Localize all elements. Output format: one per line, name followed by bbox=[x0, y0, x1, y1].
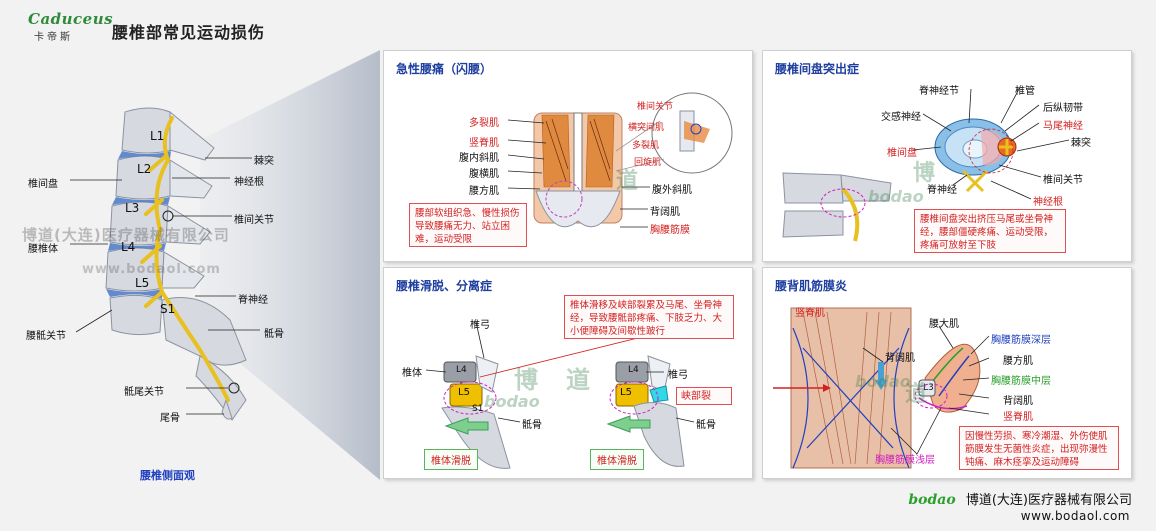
spine-caption: 腰椎侧面观 bbox=[140, 469, 195, 482]
vertebra-label: L3 bbox=[125, 201, 140, 215]
panel-acute-low-back-pain: 急性腰痛（闪腰） bbox=[383, 50, 753, 262]
label-external-oblique: 腹外斜肌 bbox=[652, 185, 692, 196]
footer-company-line: bodao 博道(大连)医疗器械有限公司 bbox=[908, 489, 1132, 508]
label-middle-fascia: 胸腰筋膜中层 bbox=[991, 376, 1051, 387]
panel-title: 腰椎滑脱、分离症 bbox=[396, 279, 493, 293]
label-thoracolumbar-fascia: 胸腰筋膜 bbox=[650, 225, 690, 236]
label-sacrum: 骶骨 bbox=[264, 329, 284, 340]
note-box: 腰椎间盘突出挤压马尾或坐骨神经，腰部僵硬疼痛、运动受限，疼痛可放射至下肢 bbox=[914, 209, 1066, 253]
label-vertebral-body: 椎体 bbox=[402, 368, 422, 379]
label-vertebral-arch: 椎弓 bbox=[470, 320, 490, 331]
footer-url: www.bodaol.com bbox=[1020, 509, 1130, 523]
label-slip-left: 椎体滑脱 bbox=[424, 449, 478, 470]
vertebra-label: L5 bbox=[135, 276, 150, 290]
label-cauda-equina: 马尾神经 bbox=[1043, 121, 1083, 132]
label-spinal-nerve: 脊神经 bbox=[927, 185, 957, 196]
panel-lumbar-disc-herniation: 腰椎间盘突出症 脊 bbox=[762, 50, 1132, 262]
label-facet-joint: 椎间关节 bbox=[234, 215, 274, 226]
vertebra-label: L2 bbox=[137, 162, 152, 176]
watermark-char: 博 bbox=[913, 161, 936, 186]
label-latissimus-2: 背阔肌 bbox=[1003, 396, 1033, 407]
label-sympathetic: 交感神经 bbox=[881, 112, 921, 123]
note-box: 因慢性劳损、寒冷潮湿、外伤使肌筋膜发生无菌性炎症，出现弥漫性钝痛、麻木痉挛及运动… bbox=[959, 426, 1119, 470]
note-box: 椎体滑移及峡部裂累及马尾、坐骨神经，导致腰骶部疼痛、下肢乏力、大小便障碍及间歇性… bbox=[564, 295, 734, 339]
label-erector-spinae: 竖脊肌 bbox=[795, 308, 825, 319]
zoom-label-rotatores: 回旋肌 bbox=[634, 158, 662, 168]
panel-title: 腰椎间盘突出症 bbox=[775, 62, 860, 76]
label-nerve-root: 神经根 bbox=[234, 177, 264, 188]
label-intervertebral-disc: 椎间盘 bbox=[28, 179, 58, 190]
note-box: 腰部软组织急、慢性损伤导致腰痛无力、站立困难，运动受限 bbox=[409, 203, 527, 247]
label-transversus: 腹横肌 bbox=[469, 169, 499, 180]
footer-brand: bodao bbox=[908, 492, 956, 508]
footer-company: 博道(大连)医疗器械有限公司 bbox=[965, 493, 1132, 508]
vertebra-label: L5 bbox=[458, 387, 470, 398]
watermark-brand: bodao bbox=[484, 392, 540, 411]
vertebra-label: S1 bbox=[472, 404, 484, 414]
vertebra-label: S1 bbox=[160, 302, 176, 316]
vertebra-label: L3 bbox=[923, 383, 934, 393]
watermark-char: 道 bbox=[566, 366, 590, 394]
label-superficial-fascia: 胸腰筋膜浅层 bbox=[875, 455, 935, 466]
zoom-label-facet: 椎间关节 bbox=[637, 102, 674, 112]
label-lumbosacral-joint: 腰骶关节 bbox=[26, 331, 66, 342]
vertebra-label: L5 bbox=[620, 387, 632, 398]
label-spinous-process: 棘突 bbox=[1071, 138, 1091, 149]
label-latissimus: 背阔肌 bbox=[650, 207, 680, 218]
label-spinal-ganglion: 脊神经节 bbox=[919, 86, 959, 97]
label-vertebral-arch-right: 椎弓 bbox=[668, 370, 688, 381]
watermark-char: 道 bbox=[905, 382, 928, 407]
label-deep-fascia: 胸腰筋膜深层 bbox=[991, 335, 1051, 346]
watermark-brand: bodao bbox=[868, 187, 924, 206]
watermark-char: 道 bbox=[616, 169, 639, 194]
watermark-char: 博 bbox=[514, 366, 538, 394]
label-facet-joint: 椎间关节 bbox=[1043, 175, 1083, 186]
label-vertebral-body: 腰椎体 bbox=[28, 244, 58, 255]
label-nerve-root: 神经根 bbox=[1033, 197, 1063, 208]
label-spinal-canal: 椎管 bbox=[1015, 86, 1035, 97]
panel-spondylolisthesis: 腰椎滑脱、分离症 椎弓 椎体 L4 L5 S1 L4 L5 椎弓 峡部裂 骶骨 … bbox=[383, 267, 753, 479]
panel-title: 急性腰痛（闪腰） bbox=[396, 62, 493, 76]
label-sacrum-right: 骶骨 bbox=[696, 420, 716, 431]
label-quadratus: 腰方肌 bbox=[1003, 356, 1033, 367]
label-sacrum-left: 骶骨 bbox=[522, 420, 542, 431]
label-pars-defect: 峡部裂 bbox=[676, 387, 732, 405]
watermark-company: 博道(大连)医疗器械有限公司 bbox=[22, 226, 230, 244]
watermark-brand: bodao bbox=[855, 372, 911, 391]
label-spinous-process: 棘突 bbox=[254, 156, 274, 167]
label-coccyx: 尾骨 bbox=[160, 413, 180, 424]
label-posterior-ligament: 后纵韧带 bbox=[1043, 103, 1083, 114]
brand-logo: Caduceus bbox=[28, 10, 114, 28]
vertebra-label: L4 bbox=[456, 365, 467, 375]
label-erector-spinae: 竖脊肌 bbox=[469, 138, 499, 149]
label-multifidus: 多裂肌 bbox=[469, 118, 499, 129]
label-slip-right: 椎体滑脱 bbox=[590, 449, 644, 470]
label-psoas: 腰大肌 bbox=[929, 319, 959, 330]
page-title: 腰椎部常见运动损伤 bbox=[112, 23, 266, 42]
label-internal-oblique: 腹内斜肌 bbox=[459, 153, 499, 164]
label-latissimus: 背阔肌 bbox=[885, 353, 915, 364]
zoom-label-multifidus: 多裂肌 bbox=[632, 141, 660, 151]
label-disc: 椎间盘 bbox=[887, 148, 917, 159]
panel-myofascitis: 腰背肌筋膜炎 bbox=[762, 267, 1132, 479]
vertebra-label: L4 bbox=[121, 240, 136, 254]
panel-title: 腰背肌筋膜炎 bbox=[775, 279, 848, 293]
zoom-label-intertransverse: 横突间肌 bbox=[628, 123, 665, 133]
brand-logo-sub: 卡帝斯 bbox=[34, 32, 73, 43]
label-erector-spinae-2: 竖脊肌 bbox=[1003, 412, 1033, 423]
vertebra-label: L1 bbox=[150, 129, 165, 143]
label-spinal-nerve: 脊神经 bbox=[238, 295, 268, 306]
watermark-url: www.bodaol.com bbox=[82, 262, 221, 277]
label-sacrococcygeal-joint: 骶尾关节 bbox=[124, 387, 164, 398]
vertebra-label: L4 bbox=[628, 365, 639, 375]
label-quadratus: 腰方肌 bbox=[469, 186, 499, 197]
